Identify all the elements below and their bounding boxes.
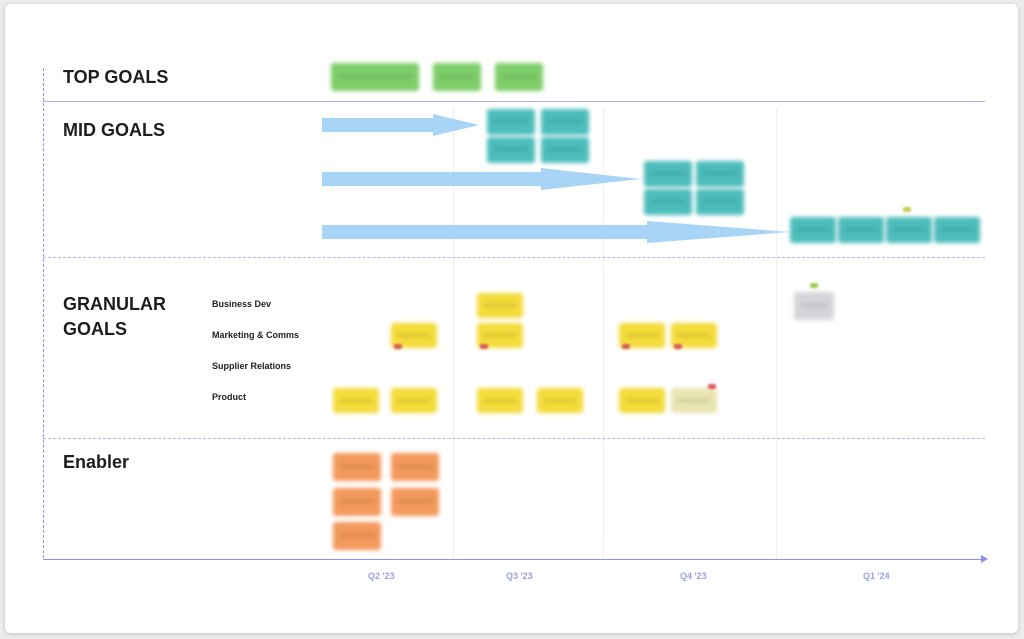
- timeline-arrow-2-head: [541, 168, 641, 190]
- marketing-comms-sticky-note[interactable]: [619, 323, 665, 348]
- product-sticky-note[interactable]: [333, 388, 379, 413]
- tag-marker: [674, 344, 682, 349]
- mid-goal-sticky-note[interactable]: [838, 217, 884, 243]
- product-sticky-note[interactable]: [537, 388, 583, 413]
- product-sticky-note[interactable]: [619, 388, 665, 413]
- product-sticky-note[interactable]: [477, 388, 523, 413]
- quarter-label-q3-23: Q3 '23: [506, 571, 533, 581]
- row-title-granular-goals-line1: GRANULAR: [63, 294, 166, 314]
- mid-goal-sticky-note[interactable]: [934, 217, 980, 243]
- row-title-mid-goals: MID GOALS: [63, 120, 165, 140]
- tag-marker: [708, 384, 716, 389]
- mid-goal-sticky-note[interactable]: [487, 109, 535, 135]
- enabler-sticky-note[interactable]: [333, 488, 381, 516]
- quarter-label-q4-23: Q4 '23: [680, 571, 707, 581]
- lane-label-business-dev: Business Dev: [212, 299, 272, 309]
- row-title-top-goals: TOP GOALS: [63, 67, 169, 87]
- enabler-sticky-note[interactable]: [391, 488, 439, 516]
- timeline-arrow-2[interactable]: [322, 172, 542, 186]
- top-goal-sticky-note[interactable]: [433, 63, 481, 91]
- quarter-divider: [603, 108, 604, 560]
- unassigned-sticky-note[interactable]: [794, 292, 834, 320]
- mid-goal-sticky-note[interactable]: [696, 189, 744, 215]
- row-divider-mid: [43, 257, 985, 258]
- tag-marker: [622, 344, 630, 349]
- mid-goal-sticky-note[interactable]: [644, 161, 692, 187]
- mid-goal-sticky-note[interactable]: [644, 189, 692, 215]
- row-divider-top: [43, 101, 985, 102]
- tag-marker: [903, 207, 911, 212]
- timeline-arrow-1[interactable]: [322, 118, 434, 132]
- mid-goal-sticky-note[interactable]: [790, 217, 836, 243]
- marketing-comms-sticky-note[interactable]: [391, 323, 437, 348]
- timeline-arrow-3-head: [647, 221, 790, 243]
- mid-goal-sticky-note[interactable]: [696, 161, 744, 187]
- enabler-sticky-note[interactable]: [391, 453, 439, 481]
- enabler-sticky-note[interactable]: [333, 522, 381, 550]
- timeline-arrow-3[interactable]: [322, 225, 648, 239]
- vertical-axis: [43, 68, 44, 558]
- quarter-divider: [453, 108, 454, 560]
- mid-goal-sticky-note[interactable]: [541, 137, 589, 163]
- product-sticky-note[interactable]: [671, 388, 717, 413]
- time-axis-arrowhead: [981, 555, 988, 563]
- row-title-granular-goals-line2: GOALS: [63, 319, 128, 339]
- quarter-label-q1-24: Q1 '24: [863, 571, 890, 581]
- timeline-arrow-1-head: [433, 114, 479, 136]
- enabler-sticky-note[interactable]: [333, 453, 381, 481]
- top-goal-sticky-note[interactable]: [331, 63, 419, 91]
- lane-label-marketing-comms: Marketing & Comms: [212, 330, 300, 340]
- mid-goal-sticky-note[interactable]: [886, 217, 932, 243]
- product-sticky-note[interactable]: [391, 388, 437, 413]
- tag-marker: [394, 344, 402, 349]
- marketing-comms-sticky-note[interactable]: [671, 323, 717, 348]
- timeline-board: TOP GOALS MID GOALS GRANULAR GOALS Enabl…: [5, 4, 1018, 633]
- mid-goal-sticky-note[interactable]: [541, 109, 589, 135]
- time-axis: [43, 559, 983, 560]
- top-goal-sticky-note[interactable]: [495, 63, 543, 91]
- tag-marker: [480, 344, 488, 349]
- mid-goal-sticky-note[interactable]: [487, 137, 535, 163]
- marketing-comms-sticky-note[interactable]: [477, 323, 523, 348]
- business-dev-sticky-note[interactable]: [477, 293, 523, 318]
- tag-marker: [810, 283, 818, 288]
- lane-label-product: Product: [212, 392, 247, 402]
- row-title-enabler: Enabler: [63, 452, 130, 472]
- quarter-label-q2-23: Q2 '23: [368, 571, 395, 581]
- row-divider-granular: [43, 438, 985, 439]
- lane-label-supplier-relations: Supplier Relations: [212, 361, 292, 371]
- quarter-divider: [776, 108, 777, 560]
